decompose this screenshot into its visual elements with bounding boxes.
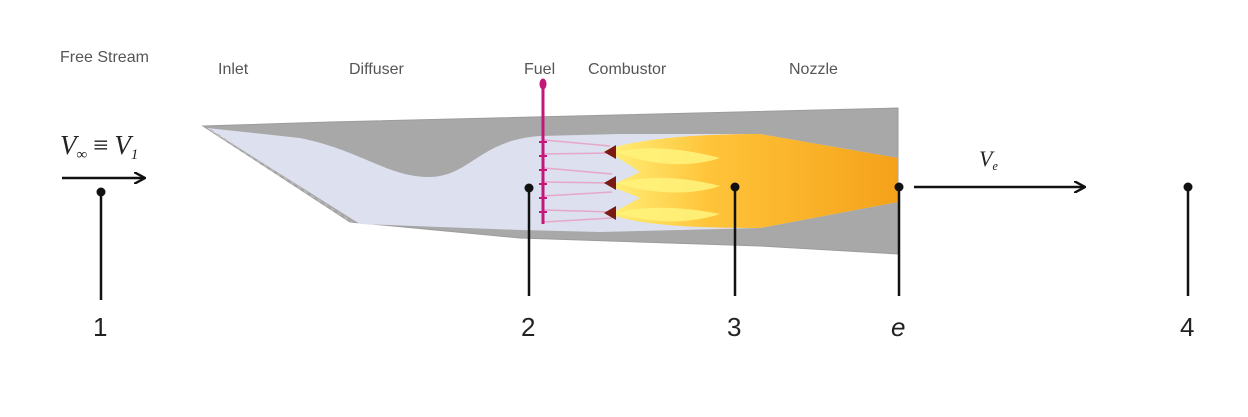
station-4-label: 4: [1180, 312, 1195, 342]
flame-holder-upper: [604, 145, 616, 159]
flame-tongue-upper: [616, 148, 720, 165]
station-marker-3: [730, 182, 740, 296]
station-marker-e: [894, 182, 904, 296]
station-marker-2: [524, 183, 534, 296]
equivalence-symbol: ≡: [93, 130, 109, 160]
v-inf-symbol: V: [60, 130, 77, 160]
fuel-injector: [539, 78, 547, 224]
freestream-velocity-label: V∞≡V1: [60, 130, 138, 164]
fuel-spray-lines: [543, 139, 613, 223]
exit-velocity-label: Ve: [979, 146, 998, 174]
flame-holder-middle: [604, 176, 616, 190]
fuel-label: Fuel: [524, 61, 556, 78]
combustor-label: Combustor: [588, 61, 667, 78]
station-2-label: 2: [521, 312, 536, 342]
inlet-label: Inlet: [218, 61, 249, 78]
flame-tongue-middle: [616, 177, 720, 193]
free-stream-label: Free Stream: [60, 49, 149, 66]
ve-symbol: V: [979, 146, 993, 171]
station-marker-1: [96, 187, 106, 300]
flame-holder-lower: [604, 206, 616, 220]
diffuser-label: Diffuser: [349, 61, 404, 78]
one-subscript: 1: [130, 147, 139, 164]
station-marker-4: [1183, 182, 1193, 296]
nozzle-label: Nozzle: [789, 61, 838, 78]
station-3-label: 3: [727, 312, 742, 342]
station-e-label: e: [891, 312, 906, 342]
station-1-label: 1: [93, 312, 108, 342]
infinity-subscript: ∞: [76, 147, 88, 164]
flame-tongue-lower: [616, 207, 720, 222]
v1-symbol: V: [114, 130, 131, 160]
e-subscript: e: [992, 159, 998, 174]
